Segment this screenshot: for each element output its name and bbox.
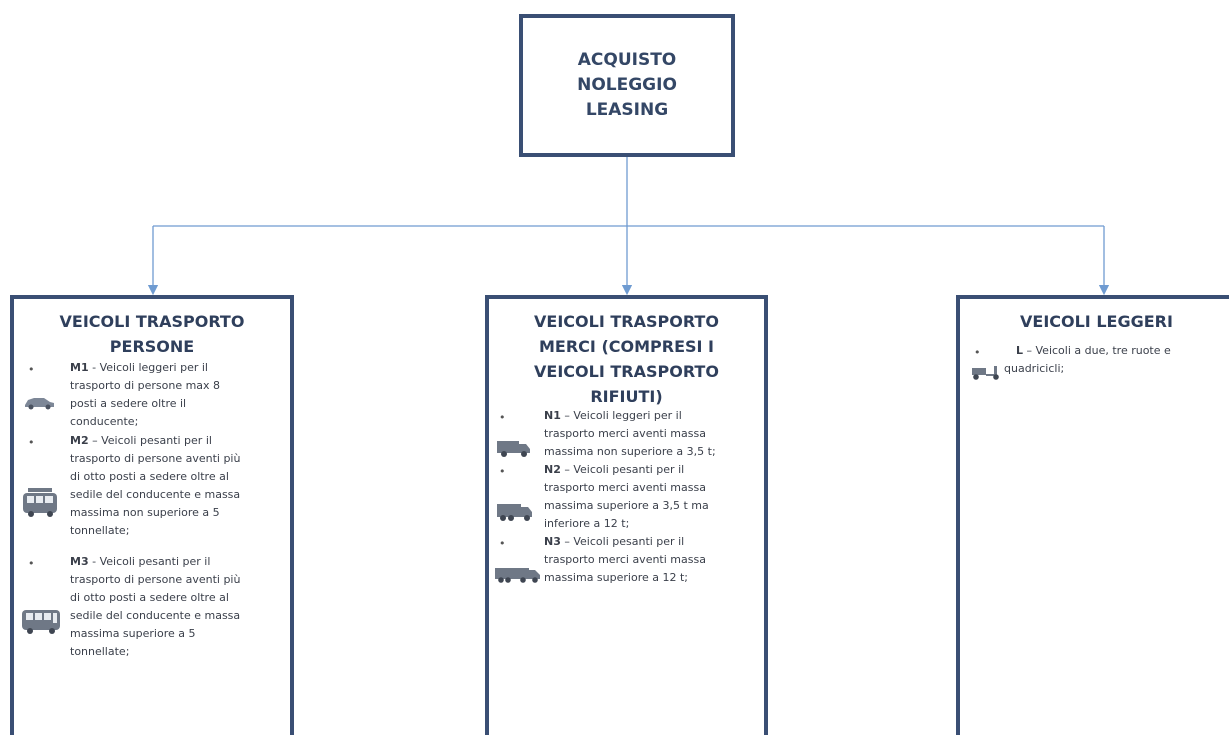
category-title: VEICOLI TRASPORTO MERCI (COMPRESI I VEIC… [495, 309, 758, 409]
item-text: trasporto merci aventi massa [544, 553, 706, 566]
item-text: – Veicoli pesanti per il [564, 463, 685, 476]
item-text: di otto posti a sedere oltre al [70, 591, 229, 604]
item-text: trasporto di persone max 8 [70, 379, 221, 392]
root-line: ACQUISTO [577, 50, 677, 70]
item-text: inferiore a 12 t; [544, 517, 630, 530]
root-line: NOLEGGIO [577, 75, 677, 95]
bus-icon [22, 610, 60, 634]
item-text: di otto posti a sedere oltre al [70, 470, 229, 483]
item-code: L [1016, 344, 1024, 357]
item-text: conducente; [70, 415, 139, 428]
item-code: N2 [544, 463, 561, 476]
list-item: L – Veicoli a due, tre ruote e quadricic… [1004, 342, 1229, 378]
item-code: N1 [544, 409, 561, 422]
item-text: massima superiore a 3,5 t ma [544, 499, 709, 512]
item-code: M3 [70, 555, 89, 568]
item-text: posti a sedere oltre il [70, 397, 187, 410]
item-text: – Veicoli a due, tre ruote e [1026, 344, 1171, 357]
list-item: M2 – Veicoli pesanti per il trasporto di… [70, 432, 286, 540]
bullet: • [28, 363, 35, 376]
bullet: • [499, 465, 506, 478]
item-text: tonnellate; [70, 645, 130, 658]
title-line: VEICOLI TRASPORTO [534, 362, 719, 381]
category-box-merci: VEICOLI TRASPORTO MERCI (COMPRESI I VEIC… [485, 295, 768, 735]
item-text: trasporto di persone aventi più [70, 452, 241, 465]
item-text: massima superiore a 12 t; [544, 571, 688, 584]
item-text: trasporto di persone aventi più [70, 573, 241, 586]
van-icon [497, 441, 530, 457]
item-text: sedile del conducente e massa [70, 609, 241, 622]
car-icon [25, 398, 54, 410]
bullet: • [28, 436, 35, 449]
list-item: N2 – Veicoli pesanti per il trasporto me… [544, 461, 756, 533]
title-line: VEICOLI TRASPORTO [59, 312, 245, 331]
item-text: tonnellate; [70, 524, 130, 537]
item-text: quadricicli; [1004, 362, 1065, 375]
item-text: trasporto merci aventi massa [544, 427, 706, 440]
bullet: • [28, 557, 35, 570]
item-code: M1 [70, 361, 89, 374]
title-line: PERSONE [109, 337, 195, 356]
item-code: N3 [544, 535, 561, 548]
bullet: • [499, 537, 506, 550]
item-text: massima non superiore a 5 [70, 506, 220, 519]
category-box-persone: VEICOLI TRASPORTO PERSONE • M1 - Veicoli… [10, 295, 294, 735]
item-text: - Veicoli pesanti per il [92, 555, 211, 568]
connector-lines [147, 157, 1110, 296]
root-box: ACQUISTO NOLEGGIO LEASING [519, 14, 735, 157]
item-text: – Veicoli leggeri per il [564, 409, 682, 422]
item-text: massima superiore a 5 [70, 627, 196, 640]
scooter-icon [972, 366, 999, 380]
category-title: VEICOLI LEGGERI [1020, 309, 1229, 334]
list-item: M1 - Veicoli leggeri per il trasporto di… [70, 359, 286, 431]
item-code: M2 [70, 434, 89, 447]
title-line: MERCI (COMPRESI I [539, 337, 714, 356]
title-line: VEICOLI TRASPORTO [534, 312, 719, 331]
root-line: LEASING [585, 100, 669, 120]
item-text: sedile del conducente e massa [70, 488, 241, 501]
item-text: trasporto merci aventi massa [544, 481, 706, 494]
title-line: VEICOLI LEGGERI [1020, 312, 1173, 331]
category-title: VEICOLI TRASPORTO PERSONE [20, 309, 284, 359]
minibus-icon [23, 488, 57, 517]
category-box-leggeri: VEICOLI LEGGERI • L – Veicoli a due, tre… [956, 295, 1229, 735]
item-text: - Veicoli leggeri per il [92, 361, 208, 374]
list-item: N1 – Veicoli leggeri per il trasporto me… [544, 407, 756, 461]
item-text: – Veicoli pesanti per il [92, 434, 212, 447]
list-item: M3 - Veicoli pesanti per il trasporto di… [70, 553, 286, 661]
truck-icon [497, 504, 532, 521]
bullet: • [974, 346, 981, 359]
item-text: – Veicoli pesanti per il [564, 535, 685, 548]
title-line: RIFIUTI) [590, 387, 663, 406]
bullet: • [499, 411, 506, 424]
list-item: N3 – Veicoli pesanti per il trasporto me… [544, 533, 756, 587]
large-truck-icon [495, 568, 540, 583]
item-text: massima non superiore a 3,5 t; [544, 445, 716, 458]
